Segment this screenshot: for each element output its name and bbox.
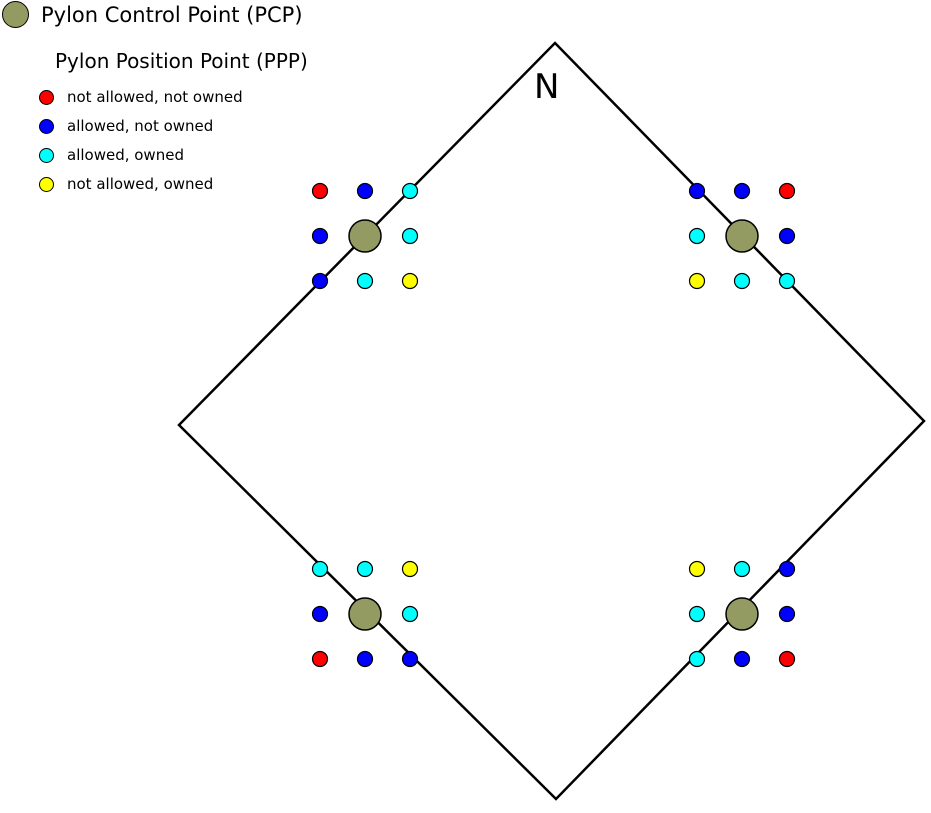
ppp-dot-cyan [356, 560, 374, 578]
ppp-dot-blue [778, 227, 796, 245]
ppp-dot-blue [356, 182, 374, 200]
pcp-circle [725, 219, 759, 253]
ppp-cyan-dot-icon [39, 147, 54, 163]
ppp-dot-red [778, 650, 796, 668]
pcp-icon [2, 1, 29, 28]
ppp-dot-cyan [778, 272, 796, 290]
ppp-dot-yellow [401, 560, 419, 578]
pcp-circle [348, 597, 382, 631]
course-diamond-outline [177, 41, 926, 801]
ppp-dot-blue [311, 227, 329, 245]
ppp-dot-blue [733, 650, 751, 668]
legend-item-label: not allowed, owned [67, 175, 214, 193]
pcp-circle [725, 597, 759, 631]
ppp-legend-title: Pylon Position Point (PPP) [55, 49, 308, 73]
ppp-dot-yellow [688, 272, 706, 290]
pylon-top-left [311, 182, 419, 290]
ppp-dot-blue [356, 650, 374, 668]
ppp-dot-blue [311, 605, 329, 623]
ppp-dot-cyan [733, 272, 751, 290]
ppp-dot-cyan [311, 560, 329, 578]
legend-item-label: not allowed, not owned [67, 88, 243, 106]
ppp-dot-blue [401, 650, 419, 668]
ppp-dot-cyan [688, 605, 706, 623]
legend-item-allowed-not-owned: allowed, not owned [39, 117, 214, 135]
legend-pcp-row: Pylon Control Point (PCP) [2, 1, 303, 28]
north-label: N [534, 67, 560, 107]
ppp-dot-red [311, 650, 329, 668]
ppp-dot-cyan [401, 605, 419, 623]
ppp-dot-cyan [688, 227, 706, 245]
ppp-yellow-dot-icon [39, 176, 54, 192]
ppp-blue-dot-icon [39, 118, 54, 134]
ppp-dot-blue [778, 560, 796, 578]
ppp-dot-cyan [688, 650, 706, 668]
legend-item-not-allowed-owned: not allowed, owned [39, 175, 214, 193]
legend-item-not-allowed-not-owned: not allowed, not owned [39, 88, 243, 106]
ppp-dot-yellow [401, 272, 419, 290]
ppp-dot-blue [311, 272, 329, 290]
ppp-dot-red [778, 182, 796, 200]
legend-item-label: allowed, not owned [67, 117, 214, 135]
ppp-red-dot-icon [39, 89, 54, 105]
ppp-dot-cyan [733, 560, 751, 578]
pylon-bottom-left [311, 560, 419, 668]
ppp-dot-cyan [401, 182, 419, 200]
ppp-dot-blue [778, 605, 796, 623]
pcp-circle [348, 219, 382, 253]
legend-item-allowed-owned: allowed, owned [39, 146, 184, 164]
pcp-legend-label: Pylon Control Point (PCP) [41, 2, 303, 27]
ppp-dot-blue [688, 182, 706, 200]
ppp-dot-yellow [688, 560, 706, 578]
ppp-dot-blue [733, 182, 751, 200]
pylon-clusters [311, 182, 796, 668]
ppp-dot-cyan [401, 227, 419, 245]
legend-item-label: allowed, owned [67, 146, 184, 164]
ppp-dot-red [311, 182, 329, 200]
ppp-dot-cyan [356, 272, 374, 290]
pylon-bottom-right [688, 560, 796, 668]
pylon-top-right [688, 182, 796, 290]
